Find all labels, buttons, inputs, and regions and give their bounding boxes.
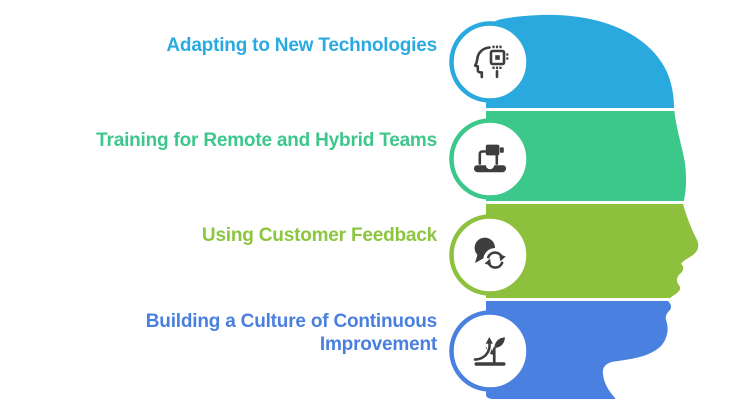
icon-badge-2	[449, 118, 531, 200]
label-training-for-remote-and-hybrid-teams: Training for Remote and Hybrid Teams	[96, 130, 437, 151]
label-adapting-to-new-technologies: Adapting to New Technologies	[166, 35, 437, 56]
label-using-customer-feedback: Using Customer Feedback	[201, 225, 437, 246]
chat-sync-feedback-icon	[474, 237, 508, 272]
laptop-video-call-icon	[474, 144, 506, 173]
ai-chip-head-icon	[473, 45, 509, 79]
growth-sprout-arrow-icon	[472, 337, 506, 366]
label-building-a-culture-of-continuous-improvement: Building a Culture of Continuous Improve…	[145, 311, 437, 355]
